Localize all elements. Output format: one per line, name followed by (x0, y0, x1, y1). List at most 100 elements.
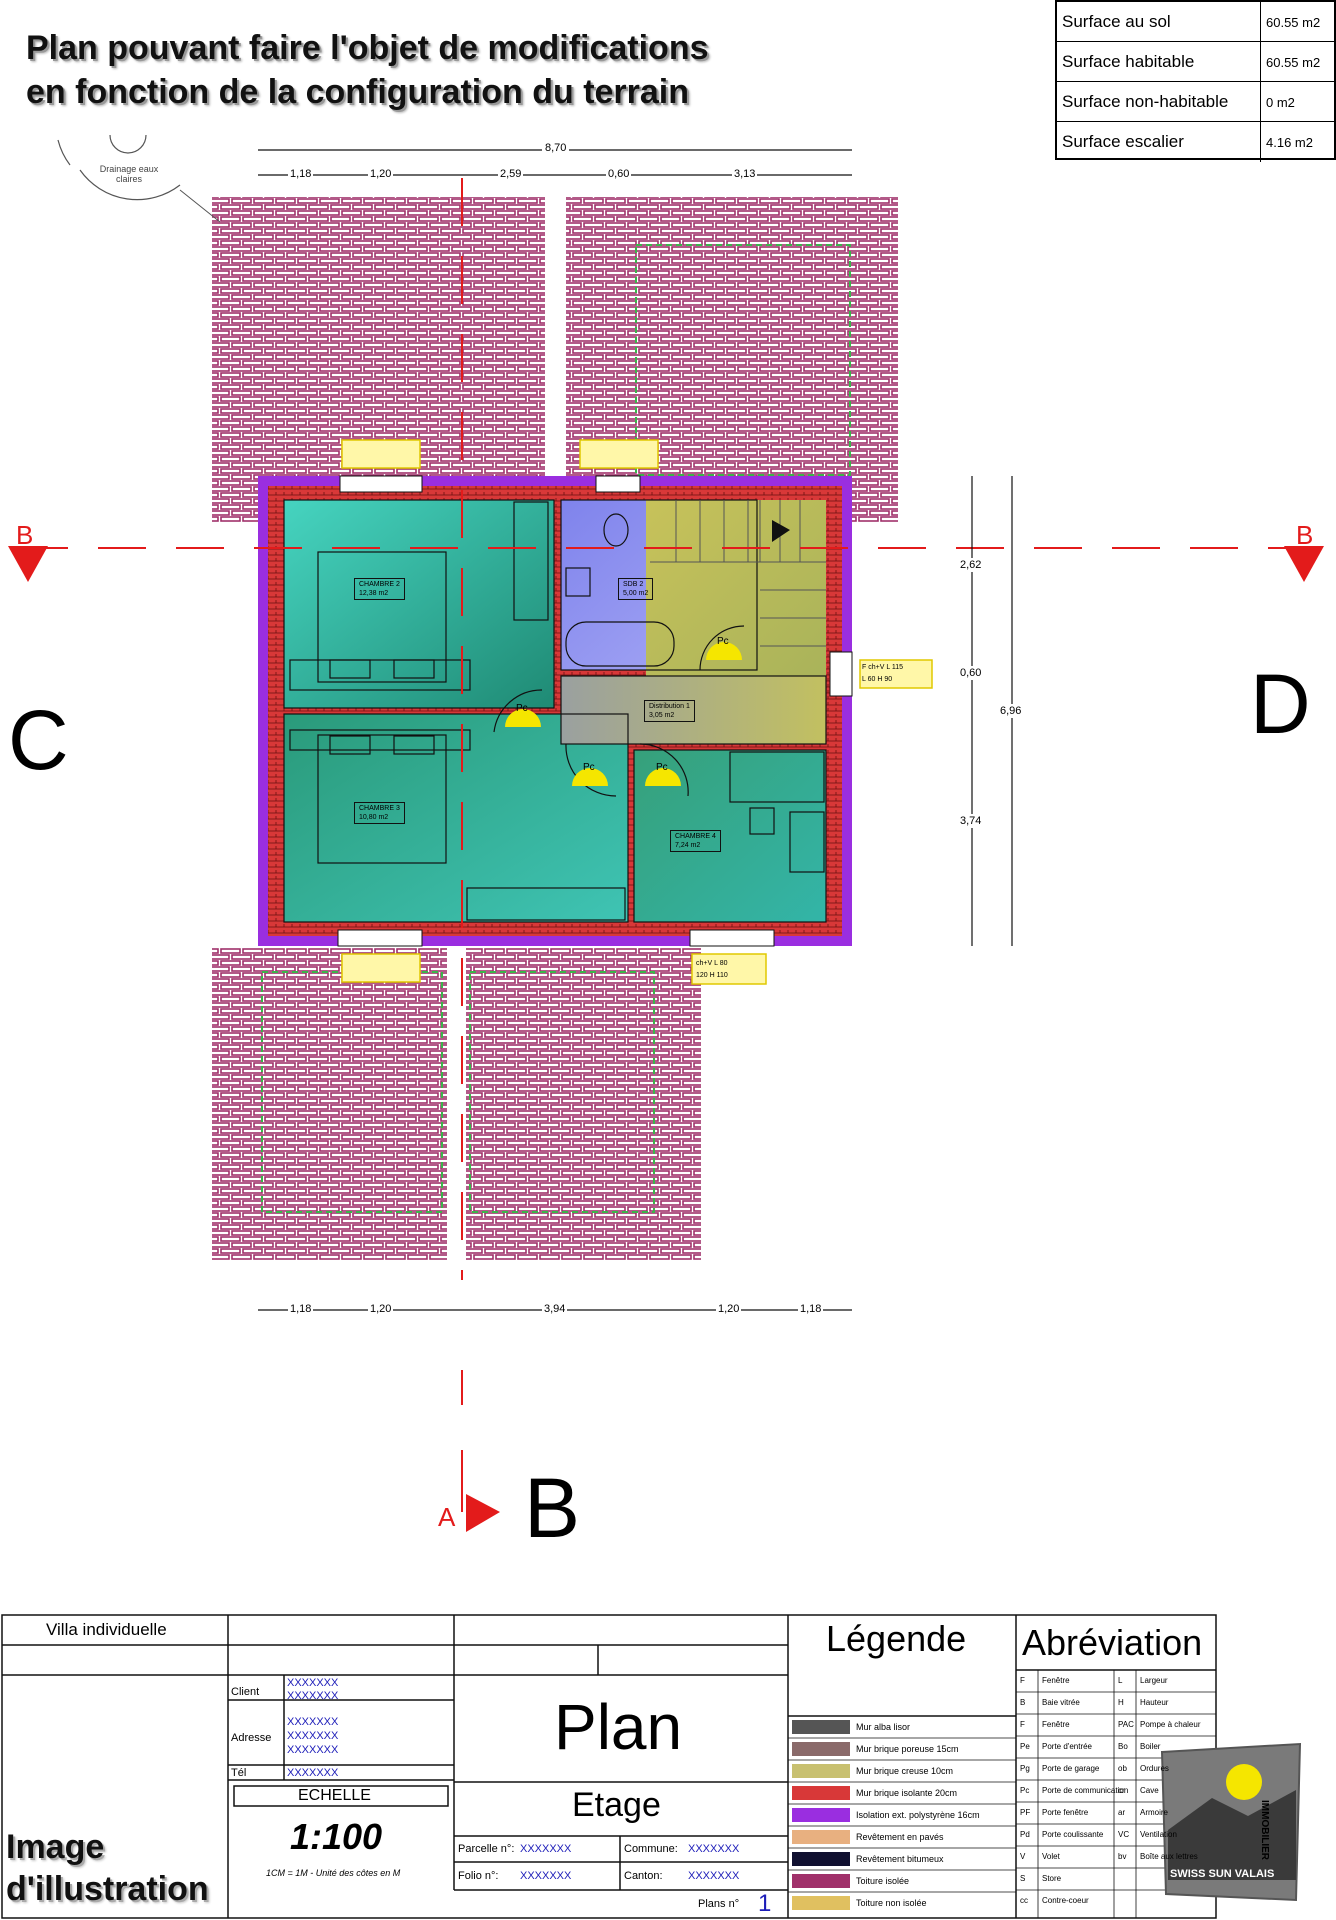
abbreviation-cell: Fenêtre (1042, 1676, 1070, 1685)
illustration-overlay: Image d'illustration (6, 1826, 209, 1910)
legend-item: Revêtement en pavés (856, 1832, 944, 1842)
abbreviation-cell: H (1118, 1698, 1124, 1707)
disclaimer-notice: Plan pouvant faire l'objet de modificati… (26, 26, 709, 114)
abbreviation-cell: Pg (1020, 1764, 1030, 1773)
abbreviation-cell: PF (1020, 1808, 1031, 1817)
section-b-left-arrow (8, 546, 48, 582)
room-label-chambre-3: CHAMBRE 3 10,80 m2 (354, 802, 405, 824)
address-value: XXXXXXX (287, 1730, 339, 1742)
dim-right-total: 6,96 (1000, 704, 1022, 718)
facade-bottom-letter: B (524, 1461, 581, 1555)
abbreviation-cell: Porte de garage (1042, 1764, 1100, 1773)
folio-value: XXXXXXX (520, 1870, 572, 1882)
abbreviation-cell: Porte de communication (1042, 1786, 1129, 1795)
abbreviation-cell: bv (1118, 1852, 1127, 1861)
section-b-right-arrow (1284, 546, 1324, 582)
legend-item: Mur brique isolante 20cm (856, 1788, 958, 1798)
abbreviation-cell: Pd (1020, 1830, 1030, 1839)
abbreviation-cell: V (1020, 1852, 1026, 1861)
abbreviation-cell: F (1020, 1676, 1025, 1685)
room-chambre-3-fill (284, 714, 628, 922)
legend-item: Toiture non isolée (856, 1898, 927, 1908)
logo-name: SWISS SUN VALAIS (1170, 1868, 1275, 1880)
abbreviation-cell: Fenêtre (1042, 1720, 1070, 1729)
dim-top-2: 1,20 (368, 168, 394, 180)
canton-label: Canton: (624, 1870, 663, 1882)
abbreviation-cell: Boiler (1140, 1742, 1161, 1751)
legend-item: Toiture isolée (856, 1876, 910, 1886)
abbreviation-cell: PAC (1118, 1720, 1134, 1729)
dim-bottom-5: 1,18 (798, 1303, 824, 1315)
dim-bottom-3: 3,94 (542, 1303, 568, 1315)
room-chambre-2-fill (284, 500, 554, 708)
dim-top-1: 1,18 (288, 168, 314, 180)
notice-line-1: Plan pouvant faire l'objet de modificati… (26, 29, 709, 67)
plan-title: Plan (554, 1691, 683, 1763)
abbreviation-cell: Baie vitrée (1042, 1698, 1080, 1707)
room-label-chambre-2: CHAMBRE 2 12,38 m2 (354, 578, 405, 600)
dim-right-1: 2,62 (960, 558, 982, 572)
abbreviation-cell: Boîte aux lettres (1140, 1852, 1198, 1861)
dim-bottom-1: 1,18 (288, 1303, 314, 1315)
plans-number-value: 1 (758, 1890, 772, 1917)
drainage-label: Drainage eaux claires (99, 164, 159, 184)
abbreviation-cell: Pe (1020, 1742, 1030, 1751)
tel-label: Tél (231, 1767, 247, 1779)
abbreviation-cell: Contre-coeur (1042, 1896, 1089, 1905)
surface-row: Surface habitable 60.55 m2 (1057, 42, 1334, 82)
folio-label: Folio n°: (458, 1870, 499, 1882)
commune-value: XXXXXXX (688, 1843, 740, 1855)
abbreviation-cell: ar (1118, 1808, 1126, 1817)
project-name: Villa individuelle (46, 1620, 167, 1639)
parcelle-label: Parcelle n°: (458, 1843, 515, 1855)
door-tag: Pc (583, 762, 595, 773)
parcelle-value: XXXXXXX (520, 1843, 572, 1855)
abbreviation-cell: Volet (1042, 1852, 1060, 1861)
door-tag: Pc (656, 762, 668, 773)
abbreviation-cell: Pompe à chaleur (1140, 1720, 1201, 1729)
legend-item: Revêtement bitumeux (856, 1854, 944, 1864)
client-value: XXXXXXX (287, 1690, 339, 1702)
abbreviation-cell: Porte d'entrée (1042, 1742, 1093, 1751)
address-label: Adresse (231, 1732, 272, 1744)
surface-row: Surface non-habitable 0 m2 (1057, 82, 1334, 122)
dim-right-2: 0,60 (960, 666, 982, 680)
scale-value: 1:100 (290, 1816, 383, 1857)
client-label: Client (231, 1686, 260, 1698)
section-b-left-label: B (16, 520, 34, 550)
legend-item: Mur brique poreuse 15cm (856, 1744, 959, 1754)
abbreviation-cell: Pc (1020, 1786, 1030, 1795)
legend-item: Isolation ext. polystyrène 16cm (856, 1810, 980, 1820)
abbreviation-cell: Largeur (1140, 1676, 1168, 1685)
address-value: XXXXXXX (287, 1744, 339, 1756)
logo-side-text: IMMOBILIER (1259, 1800, 1270, 1860)
plan-subtitle: Etage (572, 1786, 661, 1824)
abbreviation-cell: Porte fenêtre (1042, 1808, 1089, 1817)
abbreviation-cell: S (1020, 1874, 1026, 1883)
window-tag-bottom: ch+V L 80 120 H 110 (696, 960, 728, 979)
company-logo (1160, 1742, 1302, 1902)
tel-value: XXXXXXX (287, 1767, 339, 1779)
roof-panel-bottom-left (212, 948, 447, 1260)
abbreviation-cell: Ventilation (1140, 1830, 1177, 1839)
legend-title: Légende (826, 1618, 967, 1659)
door-tag-group (505, 642, 742, 786)
dim-bottom-4: 1,20 (716, 1303, 742, 1315)
abbreviation-cell: Cave (1140, 1786, 1159, 1795)
roof-panel-bottom-right (466, 948, 701, 1260)
abbreviation-cell: Armoire (1140, 1808, 1169, 1817)
abbreviation-cell: Bo (1118, 1742, 1128, 1751)
legend-item: Mur brique creuse 10cm (856, 1766, 954, 1776)
section-a-label: A (438, 1502, 456, 1532)
abbreviation-cell: L (1118, 1676, 1123, 1685)
window-tag-right: F ch+V L 115 L 60 H 90 (862, 664, 904, 683)
canton-value: XXXXXXX (688, 1870, 740, 1882)
commune-label: Commune: (624, 1843, 678, 1855)
room-label-distribution-1: Distribution 1 3,05 m2 (644, 700, 695, 722)
dim-bottom-2: 1,20 (368, 1303, 394, 1315)
surface-row: Surface escalier 4.16 m2 (1057, 122, 1334, 162)
abbreviation-cell: B (1020, 1698, 1026, 1707)
scale-label: ECHELLE (298, 1787, 371, 1804)
legend-item: Mur alba lisor (856, 1722, 911, 1732)
door-tag: Pc (516, 703, 528, 714)
